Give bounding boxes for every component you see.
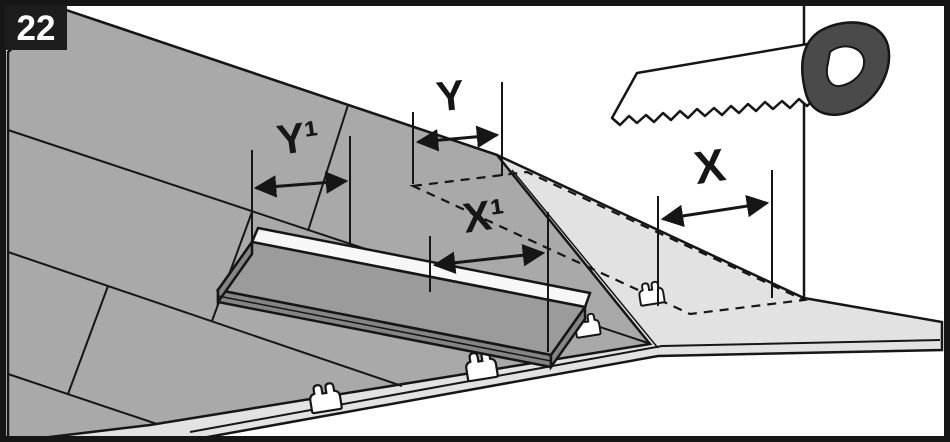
dimension-label-x: X (691, 138, 729, 194)
dimension-label-x1: X¹ (460, 189, 508, 241)
floor-front-edge-line (189, 339, 941, 433)
plank-left-end-face (216, 238, 254, 306)
dimensions: Y¹ Y X¹ X (251, 71, 773, 352)
plank-seam-line (7, 251, 403, 387)
handsaw-icon (610, 21, 891, 127)
step-number: 22 (17, 9, 56, 48)
saw-handle-grip-hole (825, 45, 866, 88)
step-badge-background (5, 5, 67, 50)
dimension-label-y: Y (434, 71, 467, 121)
dimension-y: Y (412, 71, 503, 184)
underlay-edge-line (511, 169, 659, 349)
floor-clip-icon (309, 382, 343, 415)
plank-seam-line (7, 373, 158, 425)
plank-end-joint-line (67, 285, 109, 395)
dimension-arrow (415, 125, 500, 152)
dimension-x: X (657, 138, 773, 306)
step-badge: 22 (5, 5, 67, 50)
dimension-x1: X¹ (429, 189, 549, 352)
dimension-arrow (660, 194, 770, 228)
dimension-y1: Y¹ (251, 111, 351, 246)
dimension-arrow (432, 244, 546, 274)
plank-right-end-face (549, 303, 587, 371)
dimension-label-y1: Y¹ (274, 111, 322, 163)
cut-piece-dashed-outline (409, 170, 808, 316)
dimension-arrow (253, 171, 349, 198)
plank-end-joint-line (307, 104, 349, 232)
plank-edge-profile-line (217, 295, 552, 362)
